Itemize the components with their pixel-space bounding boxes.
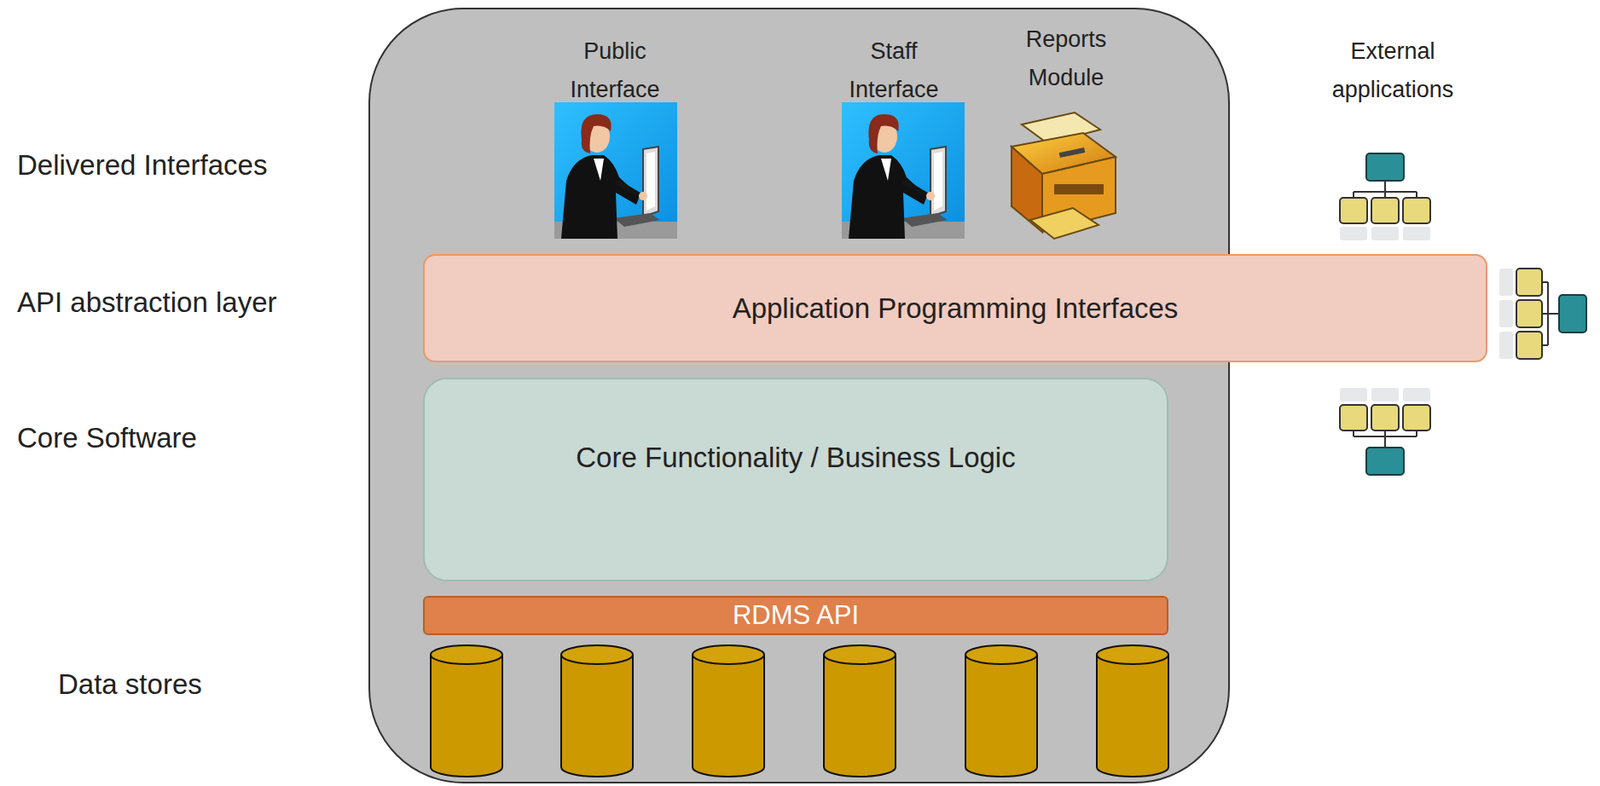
database-top bbox=[561, 645, 633, 665]
node-label: RDMS API bbox=[732, 599, 859, 632]
database-cylinder bbox=[430, 655, 503, 777]
layer-label: Delivered Interfaces bbox=[17, 148, 359, 183]
database-group bbox=[430, 645, 1169, 777]
application-icon bbox=[1499, 268, 1587, 360]
user-icon bbox=[554, 102, 678, 239]
database-top bbox=[823, 645, 896, 665]
application-icon bbox=[1339, 153, 1431, 241]
rdms-api-bar: RDMS API bbox=[423, 596, 1169, 636]
database-cylinder bbox=[823, 655, 896, 777]
layer-label: Core Software bbox=[17, 421, 359, 456]
layer-label: API abstraction layer bbox=[17, 285, 359, 320]
application-icon bbox=[1339, 388, 1431, 476]
node-label: Core Functionality / Business Logic bbox=[575, 440, 1015, 476]
printer-icon bbox=[1011, 112, 1116, 239]
database-cylinder bbox=[965, 655, 1038, 777]
database-cylinder bbox=[561, 655, 633, 777]
api-layer-band: Application Programming Interfaces bbox=[423, 254, 1488, 363]
database-cylinder bbox=[692, 655, 765, 777]
interface-caption: Public Interface bbox=[550, 32, 679, 109]
node-label: Application Programming Interfaces bbox=[732, 291, 1179, 326]
database-top bbox=[1096, 645, 1169, 665]
user-icon bbox=[841, 102, 965, 239]
database-top bbox=[965, 645, 1038, 665]
layer-label: Data stores bbox=[57, 667, 366, 702]
database-top bbox=[692, 645, 765, 665]
external-caption: External applications bbox=[1307, 32, 1479, 109]
system-housing bbox=[369, 8, 1229, 783]
core-logic-box: Core Functionality / Business Logic bbox=[423, 377, 1169, 582]
interface-caption: Staff Interface bbox=[829, 32, 958, 109]
database-cylinder bbox=[1096, 655, 1169, 777]
module-caption: Reports Module bbox=[1002, 20, 1131, 97]
database-top bbox=[430, 645, 503, 665]
